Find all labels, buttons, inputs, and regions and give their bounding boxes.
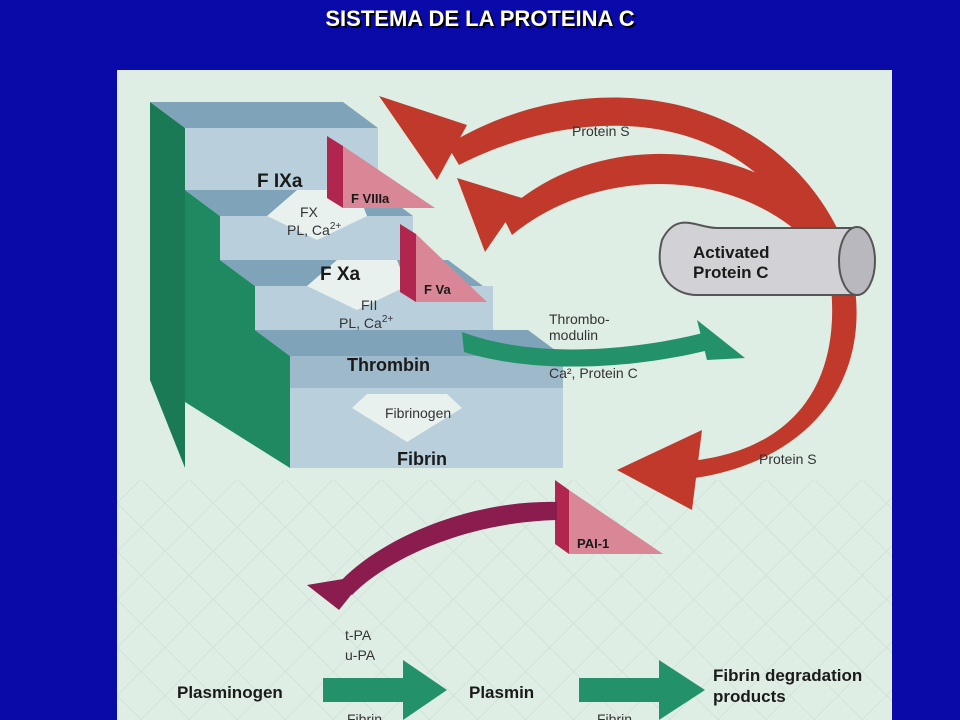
- protein-c-diagram: F IXa F VIIIa FX PL, Ca2+ F Xa F Va FII …: [117, 96, 892, 720]
- f5a-triangle-side: [400, 224, 416, 302]
- f5a-triangle: [416, 234, 487, 302]
- label-thrombomodulin-2: modulin: [549, 327, 598, 343]
- label-pl-ca-2: PL, Ca2+: [339, 314, 393, 331]
- red-arrow-down-head: [617, 430, 702, 510]
- f8a-triangle: [343, 146, 435, 208]
- apc-scroll: [658, 221, 876, 296]
- label-protein-s-bottom: Protein S: [759, 451, 817, 467]
- label-protein-s-top: Protein S: [572, 123, 630, 139]
- red-arrow-to-f5a: [502, 153, 842, 248]
- label-f9a: F IXa: [257, 171, 303, 192]
- label-fibrin-under-1: Fibrin: [347, 711, 382, 720]
- pl-ca-2-sup: 2+: [382, 314, 394, 325]
- label-fibrinogen: Fibrinogen: [385, 405, 451, 421]
- pl-ca-1-text: PL, Ca: [287, 222, 330, 238]
- pl-ca-1-sup: 2+: [330, 221, 342, 232]
- green-arrow-plasminogen: [323, 660, 447, 720]
- label-plasmin: Plasmin: [469, 683, 534, 702]
- pai1-triangle-side: [555, 480, 569, 554]
- label-plasminogen: Plasminogen: [177, 683, 283, 702]
- label-fibrin: Fibrin: [397, 449, 447, 469]
- label-f10a: F Xa: [320, 264, 361, 285]
- label-fii: FII: [361, 297, 377, 313]
- diagram-slide: F IXa F VIIIa FX PL, Ca2+ F Xa F Va FII …: [117, 70, 892, 720]
- cascade-staircase: [150, 102, 563, 468]
- green-arrow-plasmin: [579, 660, 705, 720]
- label-fdp-1: Fibrin degradation: [713, 666, 862, 685]
- label-pai1: PAI-1: [577, 536, 609, 551]
- green-arrow-thrombomodulin-head: [697, 320, 745, 360]
- label-f8a: F VIIIa: [351, 191, 390, 206]
- notch-fibrinogen: [352, 394, 462, 442]
- purple-arrow-head: [307, 575, 367, 610]
- label-thrombomodulin-1: Thrombo-: [549, 311, 610, 327]
- label-fdp-2: products: [713, 687, 786, 706]
- label-apc-line2: Protein C: [693, 263, 769, 282]
- label-upa: u-PA: [345, 647, 376, 663]
- red-arrow-to-f5a-head: [457, 178, 522, 252]
- apc-scroll-end: [838, 226, 876, 296]
- label-f5a: F Va: [424, 282, 452, 297]
- pl-ca-2-text: PL, Ca: [339, 315, 382, 331]
- red-arrow-to-f8a-head: [379, 96, 467, 180]
- label-fibrin-under-2: Fibrin: [597, 711, 632, 720]
- label-tpa: t-PA: [345, 627, 372, 643]
- red-arrow-to-f8a: [447, 97, 837, 238]
- green-arrow-thrombomodulin: [462, 332, 709, 367]
- staircase-side-shade: [150, 102, 185, 468]
- f8a-triangle-side: [327, 136, 343, 208]
- label-apc-line1: Activated: [693, 243, 770, 262]
- purple-arrow: [337, 501, 557, 595]
- page-title: SISTEMA DE LA PROTEINA C: [325, 6, 635, 31]
- notch-fii: [307, 260, 407, 310]
- label-fx: FX: [300, 204, 319, 220]
- label-thrombin: Thrombin: [347, 355, 430, 375]
- pai1-triangle: [569, 490, 663, 554]
- label-pl-ca-1: PL, Ca2+: [287, 221, 341, 238]
- red-arrow-down: [677, 270, 857, 480]
- label-ca-protein-c: Ca², Protein C: [549, 365, 638, 381]
- step-f9a-top: [150, 102, 378, 128]
